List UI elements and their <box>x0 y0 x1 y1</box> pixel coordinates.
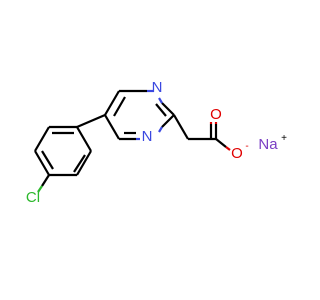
bond <box>76 113 106 129</box>
bond <box>104 114 120 140</box>
chlorine-atom: Cl <box>26 189 40 206</box>
bond <box>158 97 163 104</box>
bond <box>173 114 189 140</box>
negative-charge: - <box>245 141 248 152</box>
bond <box>76 126 92 152</box>
bond <box>73 154 86 173</box>
nitrogen-atom: N <box>142 128 153 145</box>
bond <box>34 126 50 152</box>
bond <box>161 114 175 128</box>
bond <box>41 150 54 170</box>
bond <box>37 185 43 193</box>
bond <box>113 96 126 117</box>
bond <box>34 150 50 176</box>
bond <box>215 138 227 148</box>
bond <box>225 146 231 151</box>
acetate-group <box>173 114 231 151</box>
bond <box>155 103 167 117</box>
bond <box>158 126 163 133</box>
chlorophenyl-ring <box>34 113 106 193</box>
positive-charge: + <box>281 133 287 144</box>
pyrimidine-ring <box>104 89 175 141</box>
bond <box>41 174 50 187</box>
bond <box>76 150 92 176</box>
bond <box>161 102 175 116</box>
oxygen-atom: O <box>210 106 222 123</box>
nitrogen-atom: N <box>152 79 163 96</box>
molecule-diagram: N N O O - Na + Cl <box>26 79 287 206</box>
oxygen-atom: O <box>231 145 243 162</box>
bond <box>104 90 120 116</box>
sodium-atom: Na <box>258 136 278 153</box>
